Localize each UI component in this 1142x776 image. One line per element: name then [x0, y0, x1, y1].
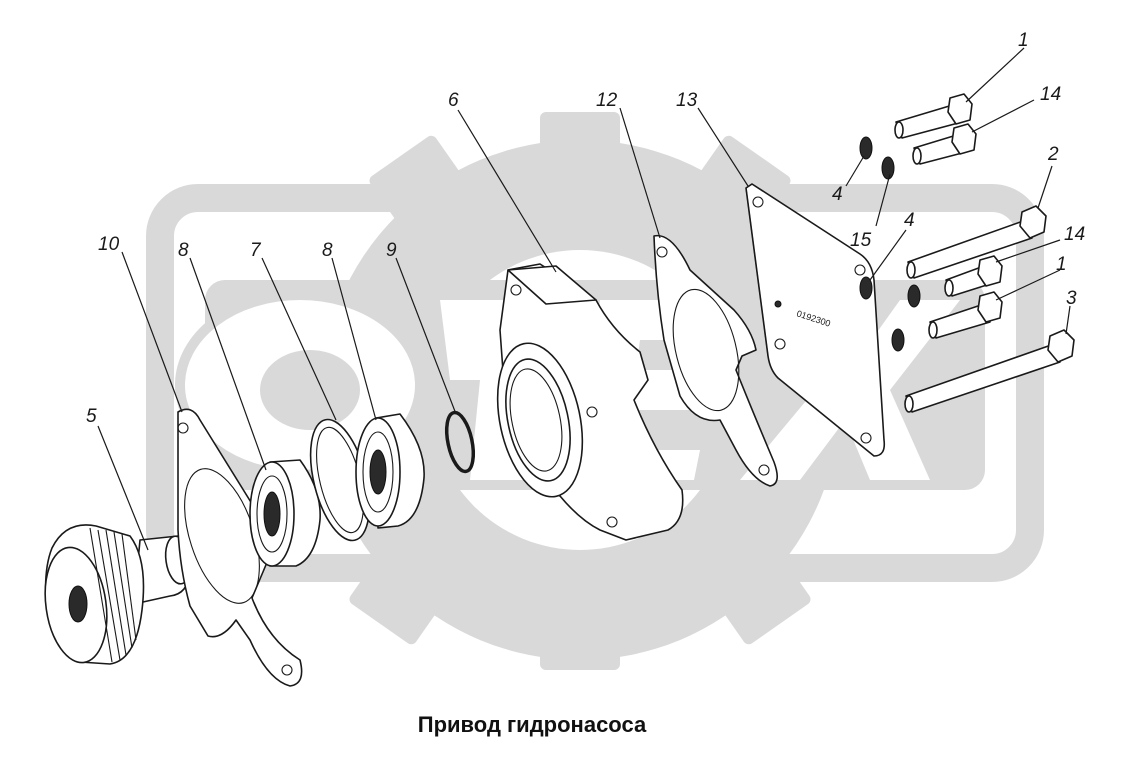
- bolt-14-middle: [944, 255, 1003, 297]
- bolt-14-top: [912, 123, 977, 165]
- callout-9: 9: [386, 240, 457, 415]
- watermark-frame: [146, 184, 1044, 582]
- part-13-cover-plate: 0192300: [745, 183, 886, 457]
- bolt-3: [904, 329, 1075, 413]
- callout-4-middle: 4: [869, 210, 915, 281]
- part-12-gasket: [653, 234, 778, 487]
- callout-7: 7: [250, 240, 337, 421]
- callout-1-top: 1: [965, 30, 1029, 103]
- callout-1-middle: 1: [995, 254, 1067, 301]
- svg-text:8: 8: [178, 240, 189, 261]
- svg-text:14: 14: [1040, 84, 1061, 105]
- svg-text:14: 14: [1064, 224, 1085, 245]
- svg-text:15: 15: [850, 230, 872, 251]
- svg-text:13: 13: [676, 90, 698, 111]
- svg-text:8: 8: [322, 240, 333, 261]
- callout-10: 10: [98, 234, 183, 413]
- diagram-caption: Привод гидронасоса: [417, 712, 647, 737]
- svg-text:4: 4: [904, 210, 915, 231]
- svg-text:1: 1: [1056, 254, 1067, 275]
- callout-6: 6: [448, 90, 557, 273]
- part-9-circlip: [444, 410, 476, 474]
- callout-13: 13: [676, 90, 749, 187]
- bolt-2: [906, 205, 1047, 279]
- part-8-bearing-right: [355, 413, 425, 529]
- callout-5: 5: [86, 406, 149, 551]
- svg-text:7: 7: [250, 240, 262, 261]
- watermark-oval-inner: [260, 350, 360, 430]
- callout-14-top: 14: [971, 84, 1061, 133]
- svg-text:2: 2: [1047, 144, 1059, 165]
- callout-3: 3: [1065, 288, 1077, 335]
- callout-14-middle: 14: [995, 224, 1085, 263]
- svg-text:9: 9: [386, 240, 397, 261]
- part-6-housing: [496, 263, 684, 541]
- lock-washers: [859, 136, 921, 352]
- svg-text:1: 1: [1018, 30, 1029, 51]
- fasteners: [859, 93, 1075, 413]
- callout-2: 2: [1037, 144, 1059, 209]
- svg-text:10: 10: [98, 234, 120, 255]
- callout-12: 12: [596, 90, 661, 239]
- part-5-shaft-hub: [44, 524, 192, 665]
- callout-15: 15: [850, 173, 891, 251]
- callout-8-right: 8: [322, 240, 377, 421]
- svg-text:3: 3: [1066, 288, 1077, 309]
- callouts: 1 14 4 15 2 14 4 1: [86, 30, 1085, 551]
- callout-8-left: 8: [178, 240, 267, 471]
- part-8-bearing-left: [249, 459, 321, 567]
- svg-text:6: 6: [448, 90, 459, 111]
- callout-4-top: 4: [832, 155, 865, 205]
- svg-text:12: 12: [596, 90, 618, 111]
- svg-text:4: 4: [832, 184, 843, 205]
- svg-text:5: 5: [86, 406, 97, 427]
